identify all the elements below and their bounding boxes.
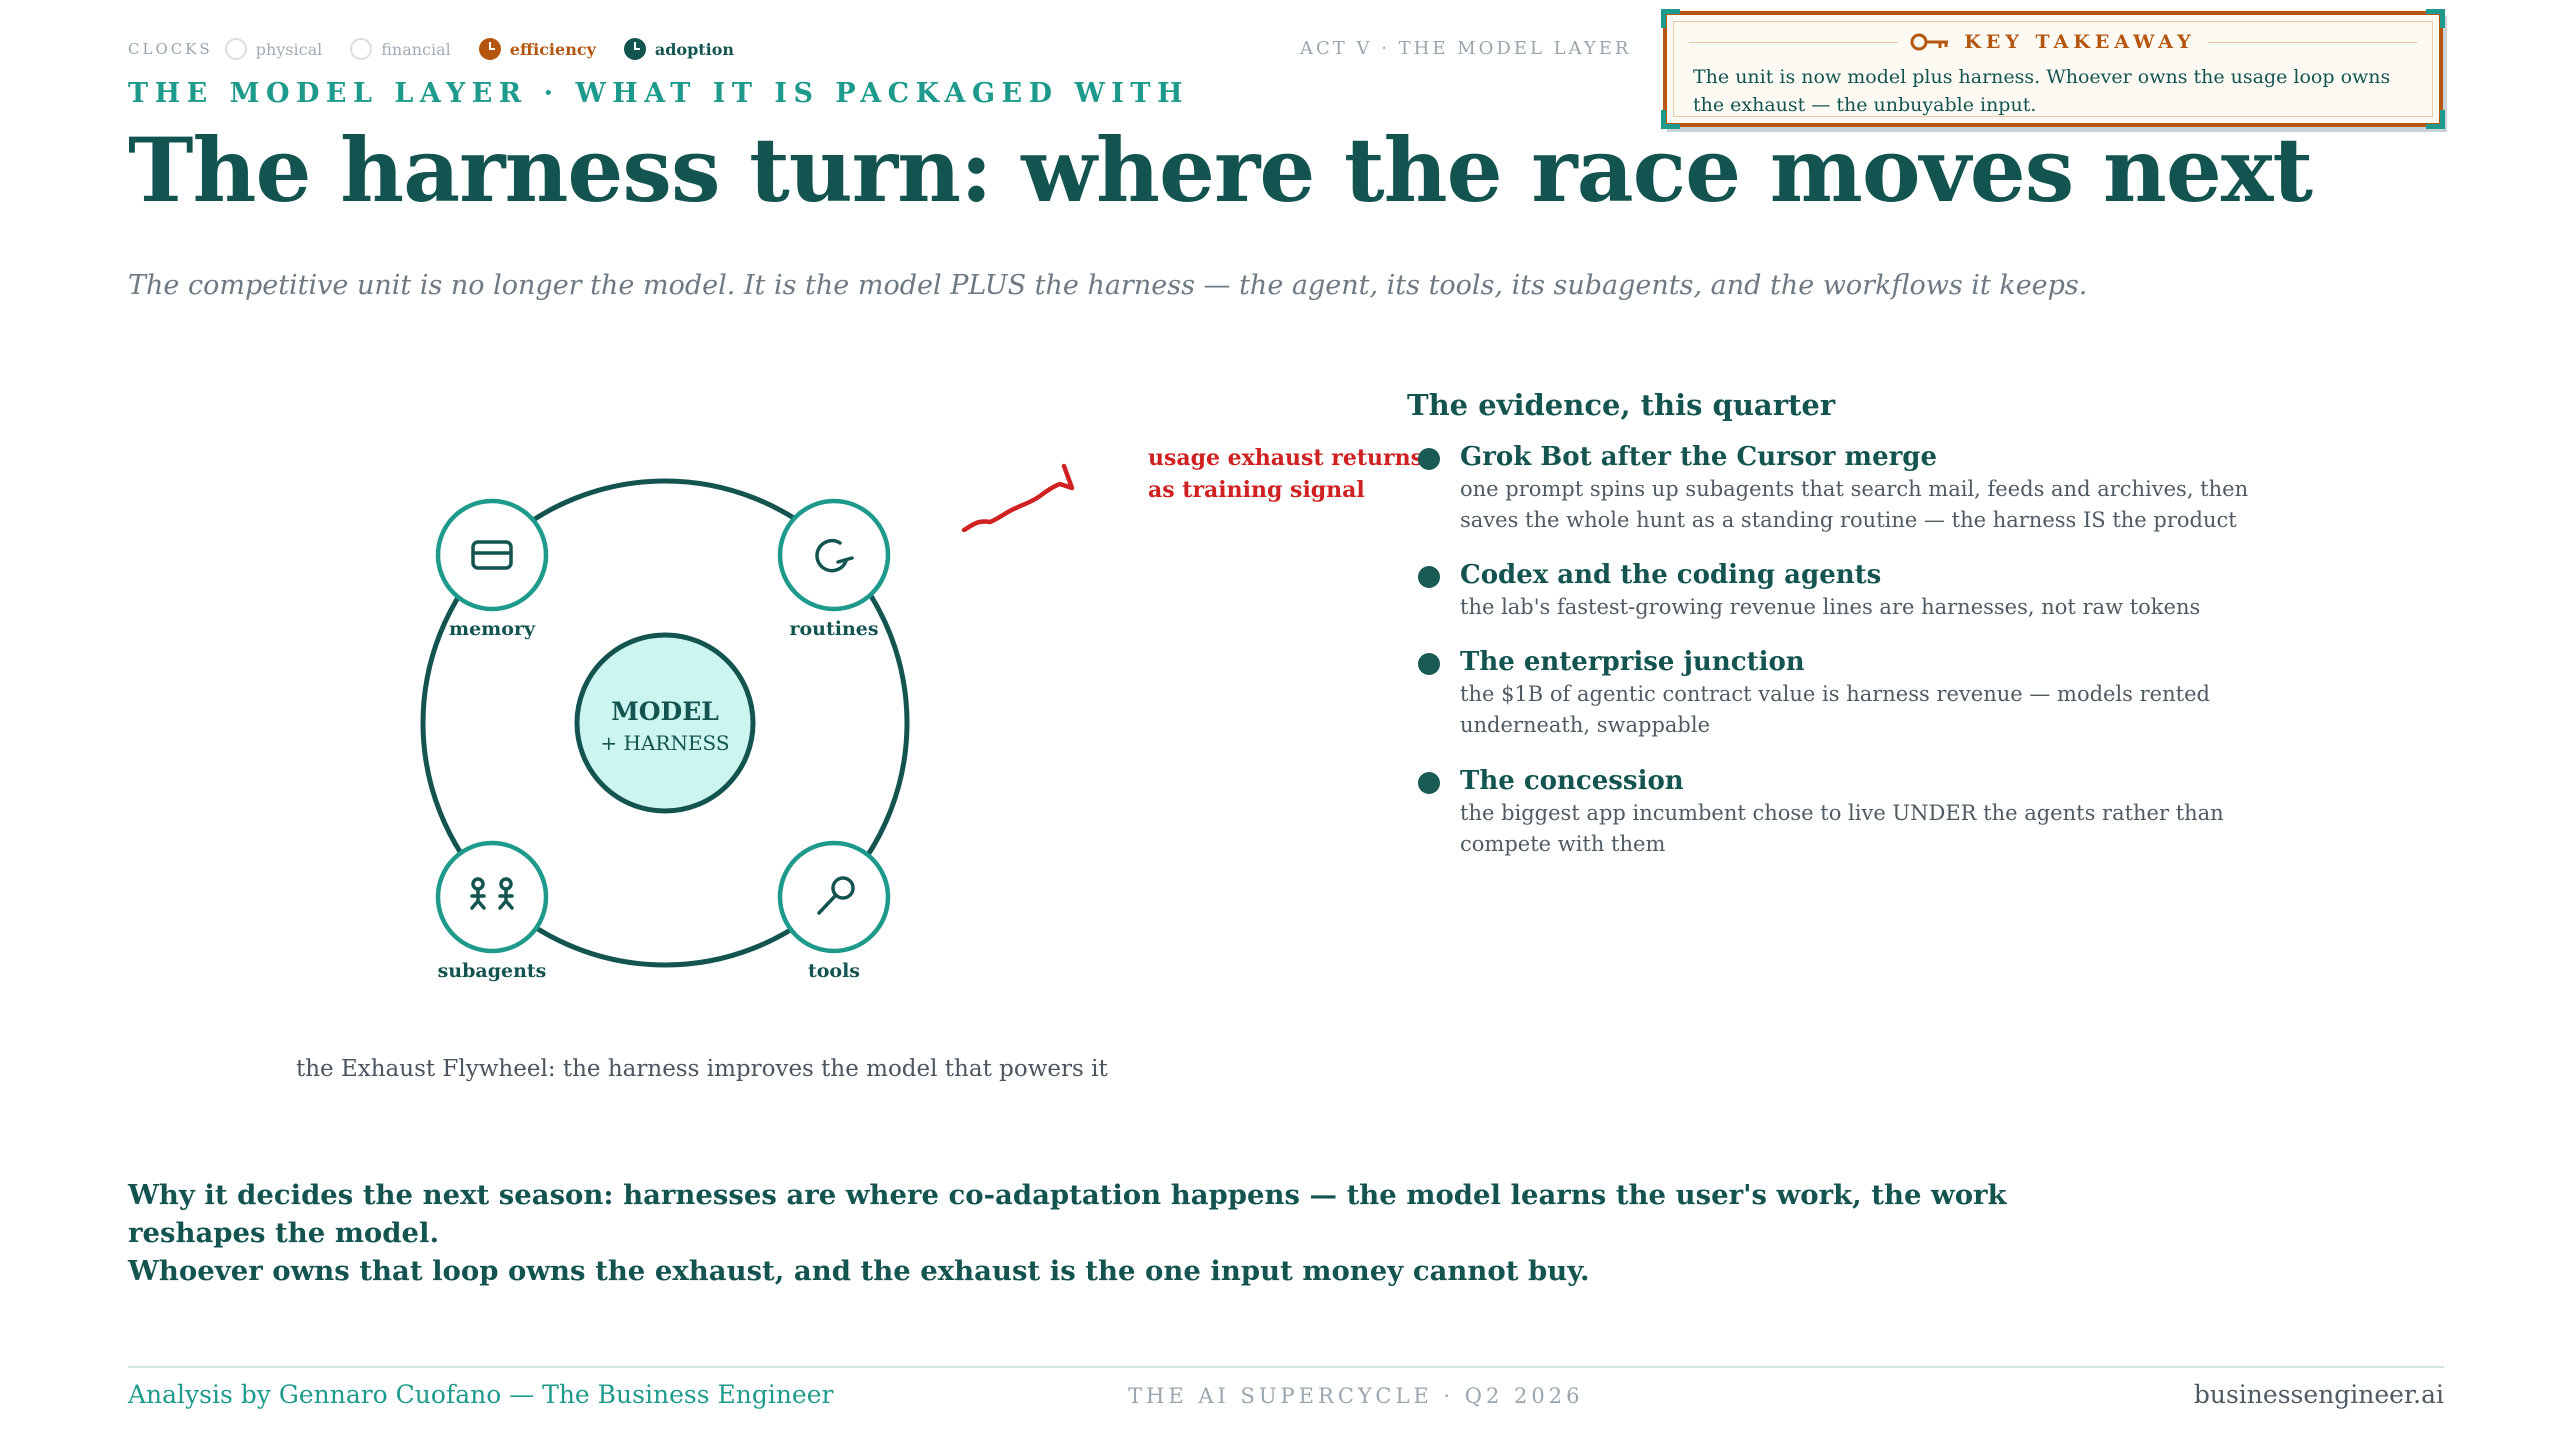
evidence-item: Grok Bot after the Cursor merge one prom… bbox=[1418, 440, 2278, 536]
clock-label-financial: financial bbox=[381, 39, 451, 59]
bullet-dot bbox=[1418, 448, 1440, 470]
clock-financial: financial bbox=[350, 38, 451, 60]
corner-accent bbox=[1661, 9, 1680, 28]
conclusion-text: Why it decides the next season: harnesse… bbox=[128, 1176, 2128, 1290]
evidence-item-title: Codex and the coding agents bbox=[1460, 560, 1882, 590]
annotation-note: usage exhaust returns as training signal bbox=[1148, 442, 1423, 506]
evidence-item: Codex and the coding agents the lab's fa… bbox=[1418, 558, 2278, 623]
clocks-label: CLOCKS bbox=[128, 40, 213, 58]
clocks-indicator: CLOCKS physical financial efficiency ado… bbox=[128, 36, 762, 62]
evidence-item: The enterprise junction the $1B of agent… bbox=[1418, 645, 2278, 741]
card-inner-border bbox=[1673, 21, 2433, 117]
model-core-subtitle: + HARNESS bbox=[600, 731, 729, 755]
evidence-item-desc: the $1B of agentic contract value is har… bbox=[1460, 682, 2210, 737]
evidence-item: The concession the biggest app incumbent… bbox=[1418, 764, 2278, 860]
clock-icon bbox=[350, 38, 373, 60]
corner-accent bbox=[2426, 9, 2445, 28]
model-core bbox=[574, 632, 756, 814]
evidence-item-desc: the biggest app incumbent chose to live … bbox=[1460, 801, 2224, 856]
node-routines bbox=[777, 498, 891, 612]
footer-divider bbox=[128, 1366, 2444, 1368]
clock-icon bbox=[623, 38, 646, 60]
node-label-memory: memory bbox=[448, 618, 536, 640]
conclusion-line-1: Why it decides the next season: harnesse… bbox=[128, 1179, 2007, 1249]
annotation-line-2: as training signal bbox=[1148, 477, 1365, 503]
annotation-line-1: usage exhaust returns bbox=[1148, 445, 1423, 471]
bullet-dot bbox=[1418, 566, 1440, 588]
takeaway-text: The unit is now model plus harness. Whoe… bbox=[1693, 66, 2391, 116]
divider bbox=[1689, 41, 1899, 43]
memory-card-icon bbox=[471, 540, 513, 570]
clock-label-adoption: adoption bbox=[654, 39, 735, 59]
people-icon bbox=[470, 877, 514, 910]
evidence-item-desc: one prompt spins up subagents that searc… bbox=[1460, 477, 2249, 532]
clock-adoption: adoption bbox=[623, 38, 735, 60]
wrench-icon bbox=[817, 876, 855, 915]
section-eyebrow: THE MODEL LAYER · WHAT IT IS PACKAGED WI… bbox=[128, 78, 1189, 109]
evidence-title: The evidence, this quarter bbox=[1407, 388, 1836, 422]
node-label-tools: tools bbox=[807, 960, 861, 982]
annotation-squiggle bbox=[961, 463, 1075, 533]
clock-icon bbox=[478, 38, 501, 60]
takeaway-header: KEY TAKEAWAY bbox=[1689, 31, 2418, 53]
footer-site-link[interactable]: businessengineer.ai bbox=[2193, 1380, 2444, 1409]
clock-icon bbox=[224, 38, 247, 60]
evidence-item-title: Grok Bot after the Cursor merge bbox=[1460, 442, 1938, 472]
evidence-item-title: The concession bbox=[1460, 766, 1684, 796]
footer-author: Analysis by Gennaro Cuofano — The Busine… bbox=[128, 1380, 834, 1409]
page-subtitle: The competitive unit is no longer the mo… bbox=[128, 270, 2088, 301]
clock-efficiency: efficiency bbox=[478, 38, 596, 60]
clock-physical: physical bbox=[224, 38, 323, 60]
evidence-item-title: The enterprise junction bbox=[1460, 647, 1805, 677]
node-label-routines: routines bbox=[789, 618, 879, 640]
clock-label-efficiency: efficiency bbox=[509, 39, 596, 59]
clock-label-physical: physical bbox=[255, 39, 323, 59]
footer-series-label: THE AI SUPERCYCLE · Q2 2026 bbox=[1128, 1384, 1584, 1408]
corner-accent bbox=[2426, 110, 2445, 129]
bullet-dot bbox=[1418, 772, 1440, 794]
flywheel-caption: the Exhaust Flywheel: the harness improv… bbox=[296, 1056, 1108, 1082]
model-core-title: MODEL bbox=[611, 697, 719, 726]
act-label: ACT V · THE MODEL LAYER bbox=[1300, 38, 1632, 59]
divider bbox=[2207, 41, 2418, 43]
corner-accent bbox=[1661, 110, 1680, 129]
conclusion-line-2: Whoever owns that loop owns the exhaust,… bbox=[128, 1255, 1590, 1287]
node-memory bbox=[435, 498, 549, 612]
exhaust-flywheel-diagram: MODEL + HARNESS memory routines subagent… bbox=[400, 470, 940, 1010]
loop-arrow-icon bbox=[815, 538, 854, 573]
page-title: The harness turn: where the race moves n… bbox=[128, 118, 2313, 222]
node-label-subagents: subagents bbox=[437, 960, 547, 982]
key-takeaway-card: KEY TAKEAWAY The unit is now model plus … bbox=[1661, 9, 2445, 129]
key-icon: KEY TAKEAWAY bbox=[1910, 31, 2195, 53]
takeaway-title: KEY TAKEAWAY bbox=[1964, 31, 2196, 53]
node-subagents bbox=[435, 840, 549, 954]
bullet-dot bbox=[1418, 653, 1440, 675]
evidence-item-desc: the lab's fastest-growing revenue lines … bbox=[1460, 595, 2201, 619]
